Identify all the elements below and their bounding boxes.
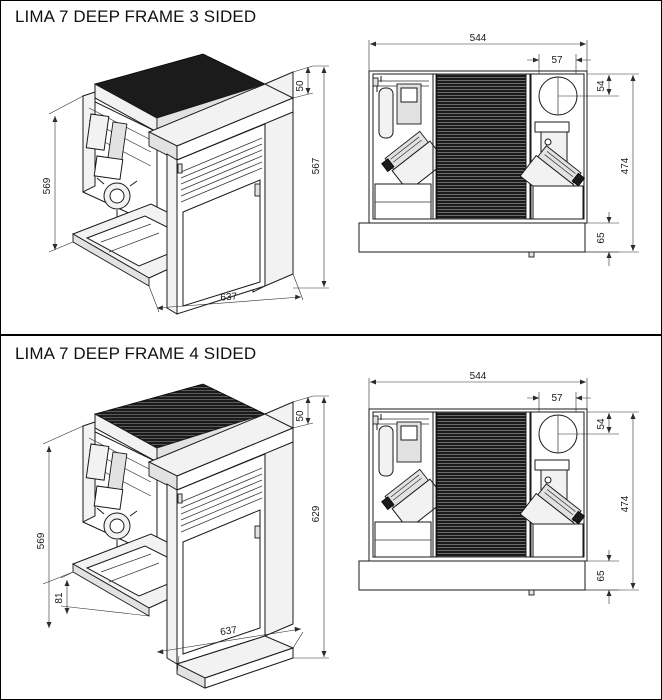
panel-title-3-sided: LIMA 7 DEEP FRAME 3 SIDED	[15, 7, 257, 26]
dim-label-544-elev-3sided: 544	[470, 33, 487, 44]
isometric-view-3-sided: 50 567 569	[31, 36, 331, 326]
dimension-group-iso-4-sided: 50 629 569	[36, 395, 329, 675]
dim-label-65-elev-3sided: 65	[596, 232, 607, 244]
iso-geometry-4-sided	[71, 383, 295, 689]
dim-label-637-iso-4sided: 637	[220, 625, 239, 639]
dimension-group-iso-3-sided: 50 567 569	[42, 65, 329, 313]
elevation-geometry-3-sided	[358, 70, 588, 258]
dim-label-637-iso-3sided: 637	[220, 291, 238, 303]
dim-label-544-elev-4sided: 544	[470, 371, 487, 382]
dim-label-569-iso-3sided: 569	[42, 177, 53, 194]
elevation-geometry-4-sided	[358, 408, 588, 596]
dim-label-629-iso-4sided: 629	[311, 505, 322, 522]
dim-label-65-elev-4sided: 65	[596, 570, 607, 582]
dim-label-474-elev-4sided: 474	[620, 495, 631, 512]
dim-label-57-elev-3sided: 57	[551, 55, 563, 66]
dim-label-81-iso-4sided: 81	[54, 592, 65, 604]
dim-label-57-elev-4sided: 57	[551, 393, 563, 404]
dim-label-567-iso-3sided: 567	[311, 157, 322, 174]
drawing-panel-3-sided: LIMA 7 DEEP FRAME 3 SIDED	[1, 1, 661, 336]
drawing-panel-4-sided: LIMA 7 DEEP FRAME 4 SIDED	[1, 336, 661, 699]
dim-label-54-elev-4sided: 54	[596, 418, 607, 430]
dimension-group-elev-3-sided: 544 57 54	[368, 33, 639, 266]
dim-label-50-iso-4sided: 50	[295, 410, 306, 422]
panel-title-4-sided: LIMA 7 DEEP FRAME 4 SIDED	[15, 344, 257, 363]
dim-label-569-iso-4sided: 569	[36, 532, 47, 549]
iso-geometry-3-sided	[71, 53, 295, 315]
dim-label-54-elev-3sided: 54	[596, 80, 607, 92]
dim-label-50-iso-3sided: 50	[295, 80, 306, 92]
isometric-view-4-sided: 50 629 569	[31, 366, 331, 691]
front-elevation-view-3-sided: 544 57 54	[351, 26, 651, 326]
dimension-group-elev-4-sided: 544 57 54 474	[368, 371, 639, 604]
front-elevation-view-4-sided: 544 57 54 474	[351, 364, 651, 664]
dim-label-474-elev-3sided: 474	[620, 157, 631, 174]
